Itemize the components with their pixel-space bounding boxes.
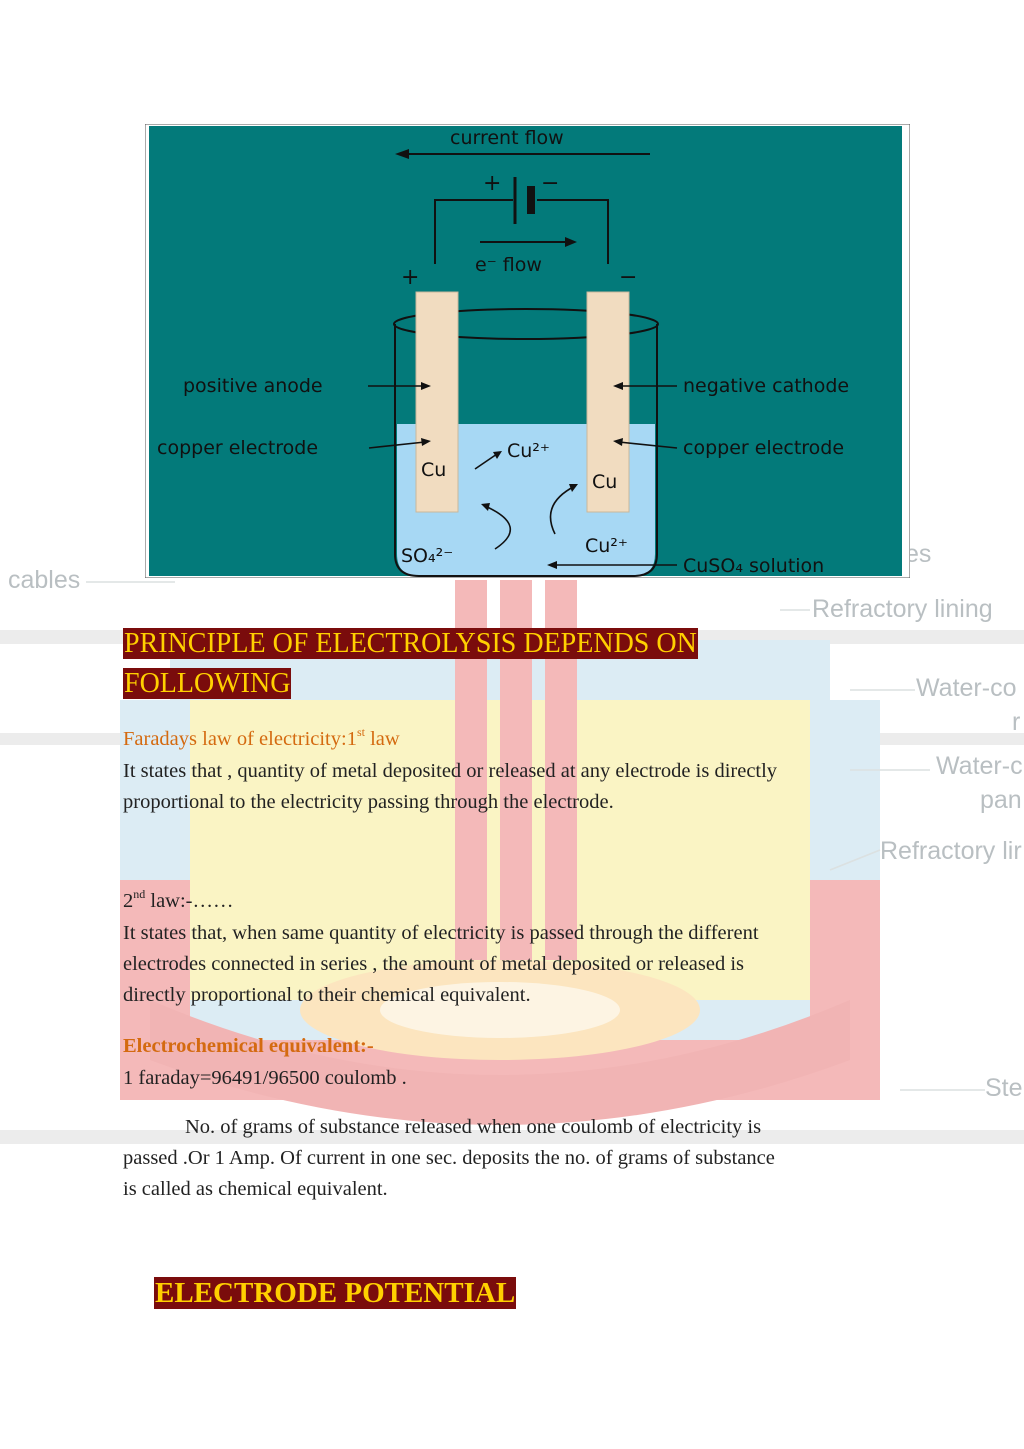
chemical-equivalent-definition: No. of grams of substance released when …	[123, 1112, 913, 1205]
definition-line-1: No. of grams of substance released when …	[185, 1116, 762, 1138]
watermark-label-refractory-lining-2: Refractory lir	[880, 837, 1022, 865]
watermark-label-water-cooled: Water-co	[916, 674, 1017, 702]
electrolysis-diagram: current flow + − e⁻ flow + − positive an…	[145, 124, 910, 578]
electron-flow-label: e⁻ flow	[475, 254, 542, 276]
definition-line-3: is called as chemical equivalent.	[123, 1178, 388, 1200]
cathode-sign: −	[619, 265, 637, 290]
second-law-line-3: directly proportional to their chemical …	[123, 984, 531, 1006]
negative-cathode-label: negative cathode	[683, 375, 849, 397]
faraday-value: 1 faraday=96491/96500 coulomb .	[123, 1067, 407, 1089]
second-law-title-text: 2	[123, 890, 134, 912]
watermark-label-water-pan-2: pan	[980, 786, 1022, 814]
watermark-label-water-cooled-2: r	[1012, 708, 1021, 736]
first-law-title-suffix: law	[364, 728, 400, 750]
second-law-line-1: It states that, when same quantity of el…	[123, 922, 759, 944]
principle-heading-line-2: FOLLOWING	[123, 668, 292, 699]
current-flow-label: current flow	[450, 127, 564, 149]
first-law-line-2: proportional to the electricity passing …	[123, 791, 614, 813]
electrode-potential-heading: ELECTRODE POTENTIAL	[154, 1273, 517, 1313]
left-copper-electrode-label: copper electrode	[157, 437, 318, 459]
cu-ion-bottom-label: Cu²⁺	[585, 535, 628, 557]
battery-minus: −	[541, 171, 559, 196]
sulfate-ion-label: SO₄²⁻	[401, 545, 453, 567]
cu-ion-top-label: Cu²⁺	[507, 440, 550, 462]
first-law-title-text: Faradays law of electricity:1	[123, 728, 357, 750]
anode-sign: +	[401, 265, 419, 290]
first-law-text: It states that , quantity of metal depos…	[123, 756, 913, 818]
watermark-label-steel: Ste	[985, 1074, 1023, 1102]
second-law-title-suffix: law:-……	[145, 890, 234, 912]
ece-title: Electrochemical equivalent:-	[123, 1035, 374, 1057]
first-law-title-sup: st	[356, 725, 365, 739]
right-copper-electrode-label: copper electrode	[683, 437, 844, 459]
battery-plus: +	[483, 171, 501, 196]
second-law-text: It states that, when same quantity of el…	[123, 918, 913, 1011]
watermark-label-cables: cables	[8, 566, 81, 594]
cu-left-label: Cu	[421, 459, 446, 481]
cu-right-label: Cu	[592, 471, 617, 493]
second-law-title: 2nd law:-……	[123, 886, 913, 917]
principle-heading: PRINCIPLE OF ELECTROLYSIS DEPENDS ON FOL…	[123, 624, 698, 704]
positive-anode-label: positive anode	[183, 375, 323, 397]
watermark-label-refractory-lining: Refractory lining	[812, 595, 993, 623]
second-law-title-sup: nd	[133, 887, 146, 901]
first-law-title: Faradays law of electricity:1st law	[123, 724, 913, 755]
electrode-potential-heading-text: ELECTRODE POTENTIAL	[154, 1277, 517, 1309]
cuso4-solution-label: CuSO₄ solution	[683, 555, 824, 577]
definition-line-2: passed .Or 1 Amp. Of current in one sec.…	[123, 1147, 775, 1169]
watermark-label-water-pan: Water-c	[936, 752, 1023, 780]
principle-heading-line-1: PRINCIPLE OF ELECTROLYSIS DEPENDS ON	[123, 628, 698, 659]
second-law-line-2: electrodes connected in series , the amo…	[123, 953, 745, 975]
first-law-line-1: It states that , quantity of metal depos…	[123, 760, 778, 782]
